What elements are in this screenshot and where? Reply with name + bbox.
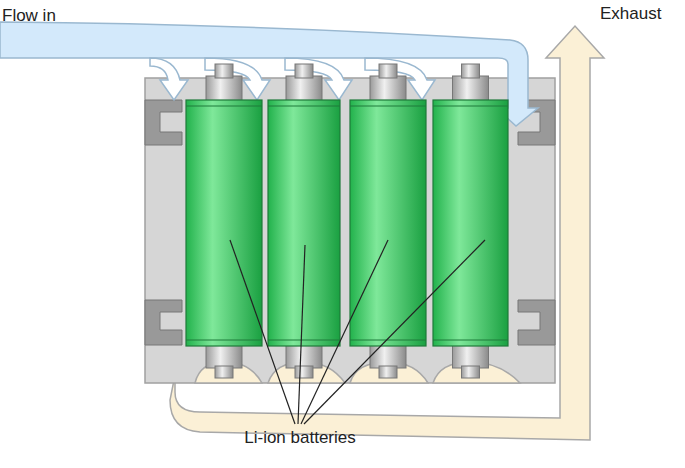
- li-ion-cell: [268, 64, 340, 378]
- housing-bracket: [145, 100, 555, 345]
- li-ion-cell: [350, 64, 426, 378]
- battery-label: Li-ion batteries: [244, 428, 356, 448]
- inflow-label: Flow in: [2, 6, 56, 26]
- exhaust-label: Exhaust: [600, 4, 661, 24]
- li-ion-cell: [186, 64, 262, 378]
- housing: [145, 78, 555, 383]
- li-ion-cell: [433, 64, 508, 378]
- leader-line: [230, 240, 485, 424]
